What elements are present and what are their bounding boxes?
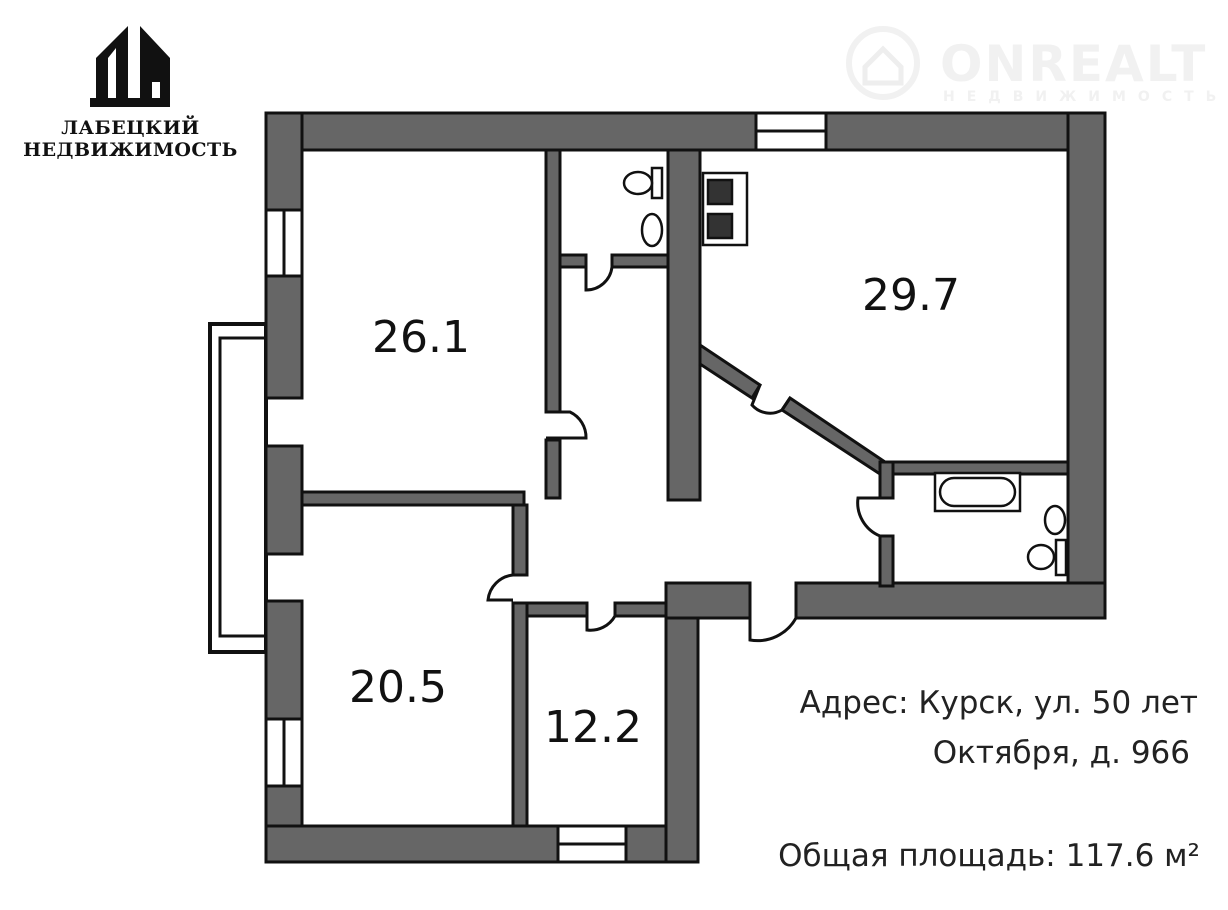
room-area-label: 20.5 <box>349 662 447 713</box>
watermark-brand: ONREALT <box>940 35 1208 93</box>
room-area-label: 12.2 <box>544 702 642 753</box>
wall-left-1 <box>264 111 304 212</box>
door-room-d <box>585 615 617 632</box>
toilet-icon <box>622 170 654 196</box>
onrealt-watermark: ONREALT НЕДВИЖИМОСТЬ <box>845 25 1216 109</box>
watermark-sub: НЕДВИЖИМОСТЬ <box>943 89 1228 105</box>
agency-logo: ЛАБЕЦКИЙ НЕДВИЖИМОСТЬ <box>18 18 243 161</box>
door-bathroom <box>856 496 881 538</box>
room-area-label: 26.1 <box>372 312 470 363</box>
wall-room-a-right <box>544 148 562 414</box>
logo-line2: НЕДВИЖИМОСТЬ <box>23 139 238 161</box>
bath-sink-icon <box>1043 504 1067 536</box>
wall-left-4 <box>264 599 304 721</box>
wall-top-left <box>264 111 758 152</box>
bath-toilet-tank-icon <box>1054 538 1068 577</box>
house-logo-icon <box>90 26 170 107</box>
address-line2: Октября, д. 966 <box>932 735 1190 771</box>
sink-icon <box>640 212 664 248</box>
wall-left-2 <box>264 274 304 400</box>
door-kitchen <box>750 384 792 415</box>
door-room-c <box>486 573 514 602</box>
door-wc <box>584 266 614 292</box>
wall-bath-left <box>878 460 895 500</box>
bath-toilet-icon <box>1026 543 1056 571</box>
wall-entry <box>664 581 752 620</box>
door-entrance <box>748 617 798 643</box>
wall-wc-bottom <box>558 253 588 269</box>
wall-room-c-right <box>511 503 529 577</box>
wall-room-d-right <box>664 581 700 864</box>
wall-kitchen-left <box>666 148 702 502</box>
wall-right <box>1066 111 1107 620</box>
total-area: Общая площадь: 117.6 м² <box>778 838 1200 874</box>
wall-between-a-c <box>300 490 526 507</box>
door-room-a <box>546 410 588 440</box>
address-line1: Адрес: Курск, ул. 50 лет <box>799 685 1198 721</box>
wall-left-3 <box>264 444 304 556</box>
wall-room-d-top <box>525 601 589 618</box>
wall-bottom-right <box>794 581 1107 620</box>
toilet-tank-icon <box>650 166 664 200</box>
home-pin-icon <box>846 26 920 100</box>
room-area-label: 29.7 <box>862 270 960 321</box>
wall-diagonal-2 <box>779 395 1070 476</box>
wall-bottom-1 <box>264 824 560 864</box>
wall-top-right <box>824 111 1107 152</box>
balcony-outline <box>208 322 268 654</box>
wall-diagonal-1 <box>698 342 763 401</box>
logo-line1: ЛАБЕЦКИЙ <box>61 117 200 139</box>
